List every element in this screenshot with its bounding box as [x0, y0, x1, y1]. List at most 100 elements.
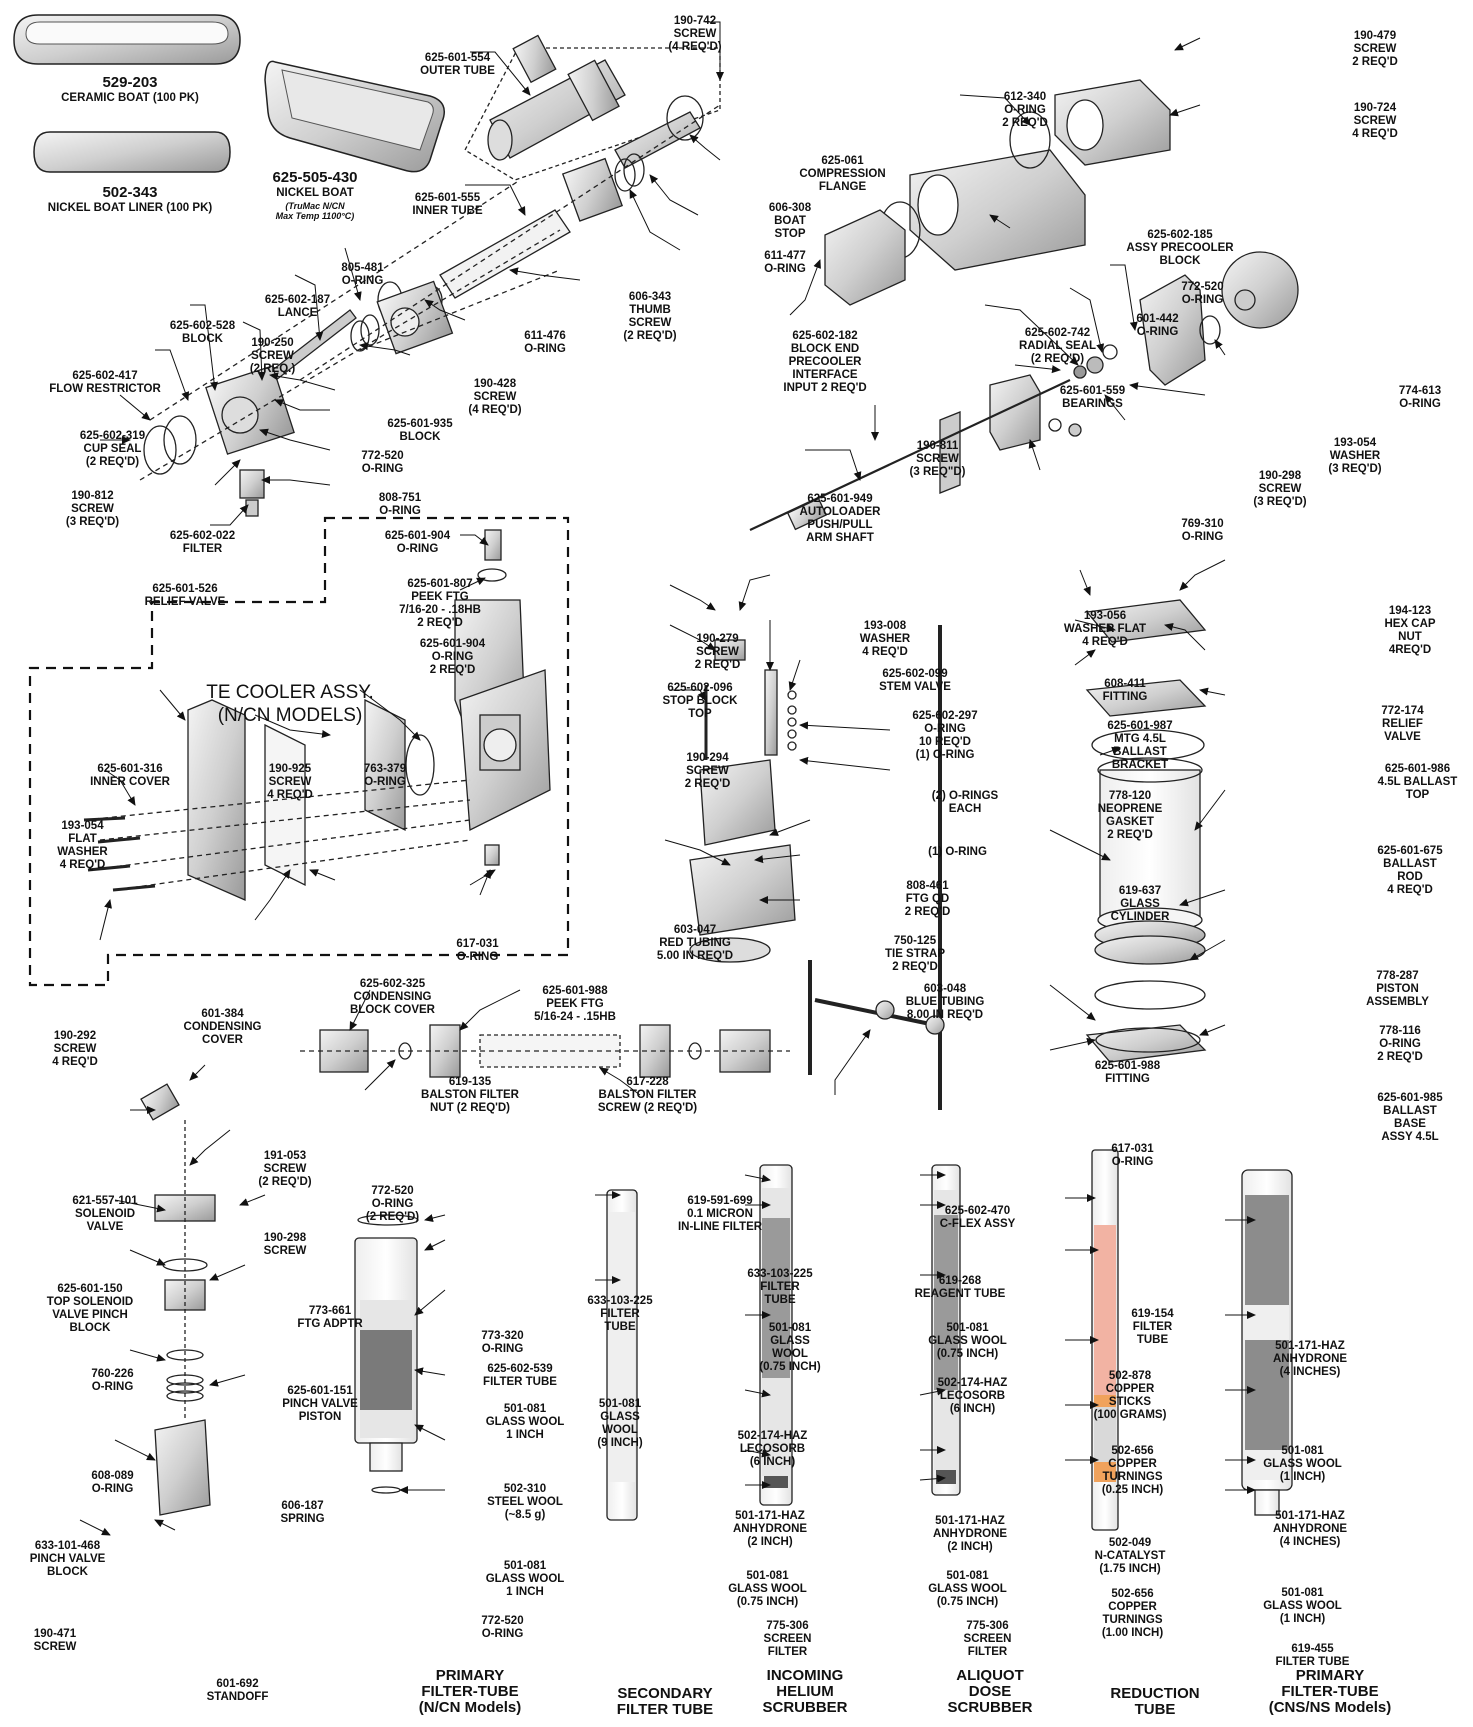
callout-625-601-935: 625-601-935 BLOCK: [387, 418, 453, 443]
callout-772-520-d: 772-520 O-RING: [481, 1615, 524, 1640]
ceramic-boat: [13, 14, 241, 65]
callout-190-250: 190-250 SCREW (2 REQ.): [249, 337, 296, 375]
callout-625-602-417: 625-602-417 FLOW RESTRICTOR: [49, 370, 161, 395]
callout-775-306-b: 775-306 SCREEN FILTER: [963, 1620, 1012, 1658]
callout-805-481: 805-481 O-RING: [341, 262, 384, 287]
nickel-boat-part: 625-505-430: [272, 169, 358, 186]
callout-621-557-101: 621-557-101 SOLENOID VALVE: [72, 1195, 138, 1233]
stem-valve-assembly: [689, 625, 945, 1110]
callout-190-742: 190-742 SCREW (4 REQ'D): [668, 15, 722, 53]
callout-625-601-555: 625-601-555 INNER TUBE: [412, 192, 483, 217]
incoming-helium-scrubber: [759, 1164, 793, 1506]
callout-193-056: 193-056 WASHER FLAT 4 REQ'D: [1063, 610, 1147, 648]
caption-aliquot-dose: ALIQUOT DOSE SCRUBBER: [947, 1667, 1033, 1716]
callout-502-174-b: 502-174-HAZ LECOSORB (6 INCH): [937, 1377, 1008, 1415]
callout-773-320: 773-320 O-RING: [481, 1330, 524, 1355]
callout-625-601-985: 625-601-985 BALLAST BASE ASSY 4.5L: [1377, 1092, 1443, 1143]
callout-501-171-a: 501-171-HAZ ANHYDRONE (2 INCH): [732, 1510, 808, 1548]
callout-190-428: 190-428 SCREW (4 REQ'D): [468, 378, 522, 416]
callout-625-601-526: 625-601-526 RELIEF VALVE: [144, 583, 226, 608]
callout-625-602-099: 625-602-099 STEM VALVE: [879, 668, 951, 693]
primary-filter-tube-cns: [1241, 1169, 1293, 1516]
nickel-liner-desc: NICKEL BOAT LINER (100 PK): [47, 202, 213, 214]
callout-625-601-675: 625-601-675 BALLAST ROD 4 REQ'D: [1377, 845, 1443, 896]
callout-772-520-a: 772-520 O-RING: [1181, 281, 1224, 306]
callout-501-081-g: 501-081 GLASS WOOL (0.75 INCH): [928, 1570, 1007, 1608]
callout-606-308: 606-308 BOAT STOP: [768, 202, 812, 240]
callout-760-226: 760-226 O-RING: [91, 1368, 134, 1393]
callout-625-602-187: 625-602-187 LANCE: [264, 294, 331, 319]
callout-750-125: 750-125 TIE STRAP 2 REQ'D: [884, 935, 946, 973]
outer-tube-assembly: [139, 34, 721, 517]
callout-617-228: 617-228 BALSTON FILTER SCREW (2 REQ'D): [597, 1076, 698, 1114]
nickel-boat-note1: (TruMac N/CN: [285, 201, 345, 211]
callout-608-411: 608-411 FITTING: [1102, 678, 1148, 703]
callout-190-811: 190-811 SCREW (3 REQ"D): [909, 440, 966, 478]
callout-625-602-096: 625-602-096 STOP BLOCK TOP: [662, 682, 738, 720]
callout-one-o-ring: (1) O-RING: [928, 846, 987, 858]
callout-625-601-949: 625-601-949 AUTOLOADER PUSH/PULL ARM SHA…: [799, 493, 881, 544]
callout-619-637: 619-637 GLASS CYLINDER: [1110, 885, 1170, 923]
callout-501-081-d: 501-081 GLASS WOOL (0.75 INCH): [759, 1322, 821, 1373]
callout-501-081-f: 501-081 GLASS WOOL (0.75 INCH): [928, 1322, 1007, 1360]
callout-625-601-986: 625-601-986 4.5L BALLAST TOP: [1377, 763, 1458, 801]
caption-reduction-tube: REDUCTION TUBE: [1110, 1685, 1200, 1718]
callout-601-692: 601-692 STANDOFF: [206, 1678, 269, 1703]
callout-617-031-b: 617-031 O-RING: [1111, 1143, 1154, 1168]
leader-lines: [79, 21, 1256, 1536]
callout-501-081-c: 501-081 GLASS WOOL (9 INCH): [597, 1398, 643, 1449]
te-cooler-border: [28, 516, 570, 987]
callout-501-081-e: 501-081 GLASS WOOL (0.75 INCH): [728, 1570, 807, 1608]
callout-625-602-319: 625-602-319 CUP SEAL (2 REQ'D): [79, 430, 146, 468]
callout-190-724: 190-724 SCREW 4 REQ'D: [1352, 102, 1398, 140]
callout-190-479: 190-479 SCREW 2 REQ'D: [1352, 30, 1398, 68]
callout-625-602-182: 625-602-182 BLOCK END PRECOOLER INTERFAC…: [783, 330, 867, 394]
callout-625-601-559: 625-601-559 BEARINGS: [1059, 385, 1126, 410]
callout-625-601-316: 625-601-316 INNER COVER: [90, 763, 170, 788]
balston-filter-chain: [300, 1024, 790, 1078]
callout-two-o-rings: (2) O-RINGS EACH: [931, 790, 999, 815]
nickel-boat-note2: Max Temp 1100°C): [275, 211, 355, 221]
callout-611-476: 611-476 O-RING: [524, 330, 566, 355]
nickel-boat-desc: NICKEL BOAT: [276, 187, 354, 199]
callout-633-103-225-b: 633-103-225 FILTER TUBE: [747, 1268, 813, 1306]
callout-611-477: 611-477 O-RING: [764, 250, 806, 275]
callout-808-461: 808-461 FTG QD 2 REQ'D: [904, 880, 951, 918]
callout-625-601-904-b: 625-601-904 O-RING 2 REQ'D: [419, 638, 486, 676]
callout-501-081-a: 501-081 GLASS WOOL 1 INCH: [485, 1403, 565, 1441]
callout-778-116: 778-116 O-RING 2 REQ'D: [1377, 1025, 1423, 1063]
te-cooler-subtitle: (N/CN MODELS): [217, 705, 363, 726]
callout-619-268: 619-268 REAGENT TUBE: [914, 1275, 1006, 1300]
ceramic-boat-desc: CERAMIC BOAT (100 PK): [61, 92, 199, 104]
caption-incoming-helium: INCOMING HELIUM SCRUBBER: [762, 1667, 848, 1716]
callout-501-171-b: 501-171-HAZ ANHYDRONE (2 INCH): [932, 1515, 1008, 1553]
callout-625-061: 625-061 COMPRESSION FLANGE: [799, 155, 886, 193]
primary-filter-tube-ncn: [354, 1214, 419, 1494]
callout-502-049: 502-049 N-CATALYST (1.75 INCH): [1094, 1537, 1166, 1575]
callout-194-123: 194-123 HEX CAP NUT 4REQ'D: [1384, 605, 1436, 656]
callout-625-601-904-a: 625-601-904 O-RING: [384, 530, 451, 555]
callout-772-520-c: 772-520 O-RING (2 REQ'D): [365, 1185, 420, 1223]
ceramic-boat-part: 529-203: [102, 74, 158, 91]
callout-619-591-699: 619-591-699 0.1 MICRON IN-LINE FILTER: [677, 1195, 763, 1233]
caption-primary-ncn: PRIMARY FILTER-TUBE (N/CN Models): [418, 1667, 522, 1716]
callout-625-602-297: 625-602-297 O-RING 10 REQ'D (1) O-RING: [912, 710, 978, 761]
callout-633-103-225-a: 633-103-225 FILTER TUBE: [587, 1295, 653, 1333]
callout-808-751: 808-751 O-RING: [378, 492, 422, 517]
callout-612-340: 612-340 O-RING 2 REQ'D: [1002, 91, 1048, 129]
callout-763-379: 763-379 O-RING: [363, 763, 407, 788]
callout-190-292: 190-292 SCREW 4 REQ'D: [52, 1030, 98, 1068]
caption-secondary: SECONDARY FILTER TUBE: [616, 1685, 714, 1718]
callout-501-081-i: 501-081 GLASS WOOL (1 INCH): [1263, 1587, 1342, 1625]
nickel-boat-liner: [33, 131, 231, 173]
callout-625-601-807: 625-601-807 PEEK FTG 7/16-20 - .18HB 2 R…: [399, 578, 481, 629]
callout-617-031-a: 617-031 O-RING: [456, 938, 499, 963]
callout-775-306-a: 775-306 SCREEN FILTER: [763, 1620, 812, 1658]
callout-778-120: 778-120 NEOPRENE GASKET 2 REQ'D: [1097, 790, 1163, 841]
callout-625-601-150: 625-601-150 TOP SOLENOID VALVE PINCH BLO…: [46, 1283, 134, 1334]
callout-501-171-c: 501-171-HAZ ANHYDRONE (4 INCHES): [1272, 1340, 1348, 1378]
callout-778-287: 778-287 PISTON ASSEMBLY: [1366, 970, 1429, 1008]
callout-619-135: 619-135 BALSTON FILTER NUT (2 REQ'D): [421, 1076, 519, 1114]
callout-190-279: 190-279 SCREW 2 REQ'D: [694, 633, 741, 671]
